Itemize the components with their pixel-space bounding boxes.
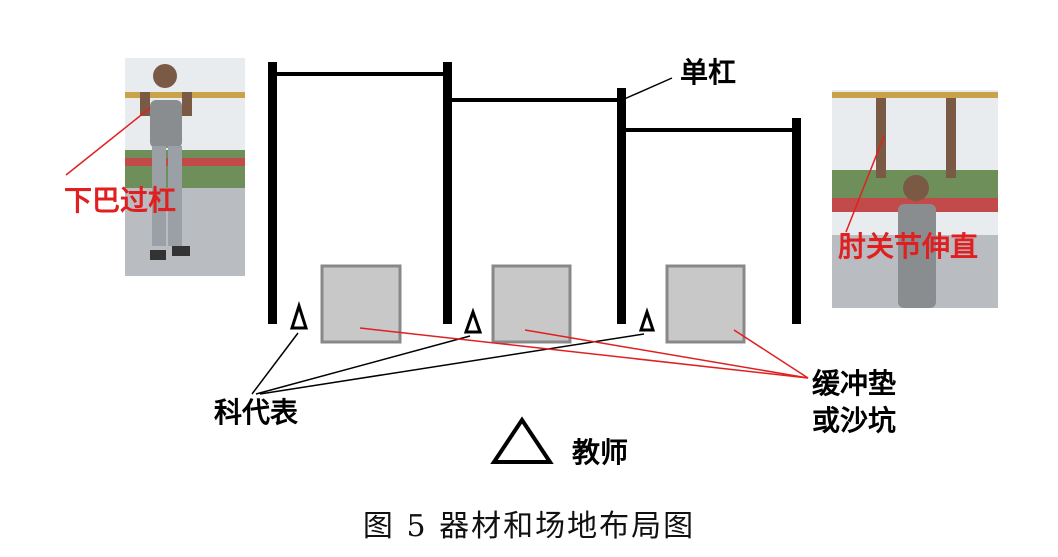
class-rep-triangle bbox=[466, 312, 480, 332]
crossbar bbox=[447, 98, 621, 102]
photo-elbow-straight bbox=[832, 90, 998, 308]
figure-caption: 图 5 器材和场地布局图 bbox=[363, 509, 695, 544]
bar-post bbox=[792, 118, 801, 324]
label-bar: 单杠 bbox=[680, 56, 736, 89]
label-class-rep: 科代表 bbox=[214, 396, 298, 429]
bar-post bbox=[268, 62, 277, 324]
label-mat-line1: 缓冲垫 bbox=[812, 367, 896, 400]
crossbar bbox=[272, 72, 448, 76]
class-rep-triangle bbox=[292, 306, 306, 328]
bar-post bbox=[617, 88, 626, 324]
class-rep-triangle bbox=[641, 312, 653, 330]
label-chin-over-bar: 下巴过杠 bbox=[64, 184, 176, 217]
teacher-triangle bbox=[494, 420, 550, 462]
mat bbox=[667, 266, 744, 342]
label-mat-line2: 或沙坑 bbox=[812, 404, 896, 437]
crossbar bbox=[621, 128, 796, 132]
label-teacher: 教师 bbox=[572, 436, 628, 469]
photo-chin-over-bar bbox=[125, 58, 245, 276]
label-elbow-straight: 肘关节伸直 bbox=[838, 230, 978, 263]
